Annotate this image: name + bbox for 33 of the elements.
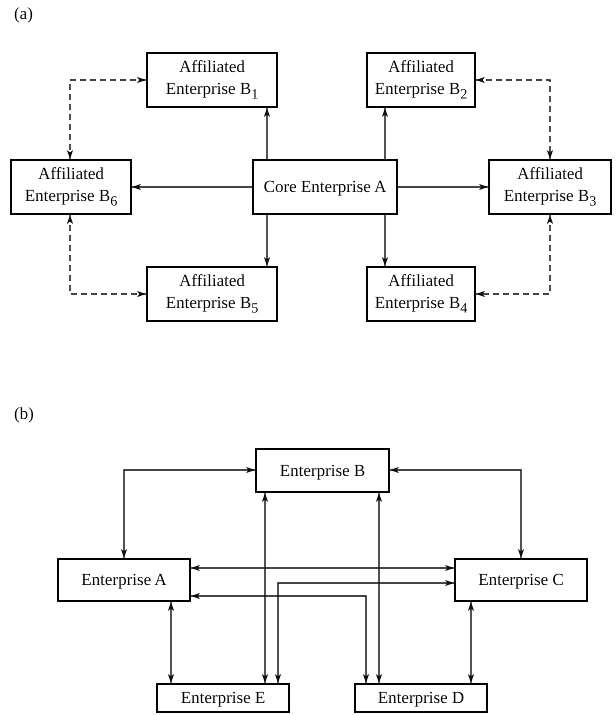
double-arrow bbox=[262, 493, 268, 683]
double-arrow bbox=[168, 602, 174, 683]
double-arrow bbox=[66, 215, 146, 298]
enterprise-box: Enterprise C bbox=[454, 558, 588, 602]
double-arrow bbox=[476, 76, 554, 159]
enterprise-box: Enterprise B bbox=[255, 448, 390, 493]
double-arrow bbox=[476, 215, 554, 298]
double-arrow bbox=[390, 466, 524, 558]
enterprise-box: Affiliated Enterprise B$_{2}$ bbox=[366, 52, 476, 108]
double-arrow bbox=[66, 76, 146, 159]
enterprise-box: Enterprise A bbox=[57, 558, 191, 602]
arrow bbox=[382, 108, 388, 159]
enterprise-box: Affiliated Enterprise B$_{5}$ bbox=[146, 266, 278, 322]
enterprise-box: Enterprise D bbox=[354, 683, 488, 713]
double-arrow bbox=[376, 493, 382, 683]
double-arrow bbox=[468, 602, 474, 683]
arrow bbox=[264, 215, 270, 266]
double-arrow bbox=[120, 466, 255, 558]
enterprise-box: Enterprise E bbox=[156, 683, 290, 713]
arrow bbox=[132, 184, 252, 190]
double-arrow bbox=[191, 592, 370, 683]
arrow bbox=[264, 108, 270, 159]
arrow bbox=[398, 184, 488, 190]
panel-label: (a) bbox=[14, 4, 33, 24]
enterprise-box: Affiliated Enterprise B$_{6}$ bbox=[10, 159, 132, 215]
double-arrow bbox=[191, 564, 454, 572]
arrow bbox=[382, 215, 388, 266]
enterprise-box: Affiliated Enterprise B$_{3}$ bbox=[488, 159, 612, 215]
panel-label: (b) bbox=[14, 404, 34, 424]
double-arrow bbox=[274, 580, 454, 683]
enterprise-box: Core Enterprise A bbox=[252, 159, 398, 215]
enterprise-box: Affiliated Enterprise B$_{4}$ bbox=[366, 266, 476, 322]
enterprise-box: Affiliated Enterprise B$_{1}$ bbox=[146, 52, 278, 108]
